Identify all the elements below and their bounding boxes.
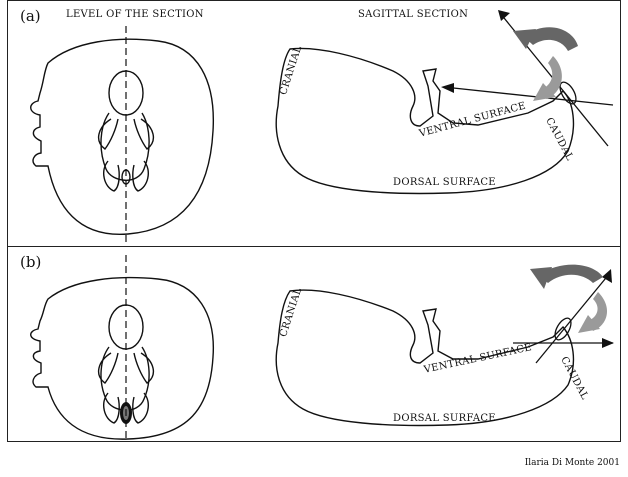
panel-label-a: (a) (20, 7, 41, 25)
label-dorsal-b: DORSAL SURFACE (393, 413, 496, 424)
panel-b: (b) CRANIAL VENTRAL SURFACE CAUDAL DORSA… (8, 247, 620, 441)
header-level-of-section: LEVEL OF THE SECTION (66, 9, 204, 20)
author-credit: Ilaria Di Monte 2001 (525, 458, 620, 468)
sac-outline (31, 39, 214, 234)
panel-a-drawing (8, 1, 620, 246)
header-sagittal-section: SAGITTAL SECTION (358, 9, 468, 20)
label-dorsal-a: DORSAL SURFACE (393, 177, 496, 188)
sagittal-outline-b (276, 290, 573, 425)
panel-a: (a) LEVEL OF THE SECTION SAGITTAL SECTIO… (8, 1, 620, 246)
sagittal-outline-a (276, 48, 573, 193)
panel-label-b: (b) (20, 253, 41, 271)
